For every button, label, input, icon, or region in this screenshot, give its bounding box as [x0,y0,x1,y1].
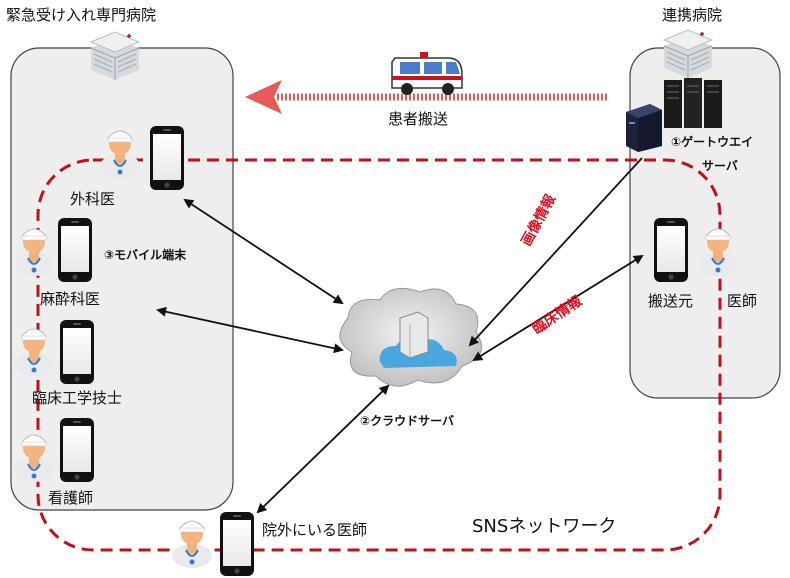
gateway-label-line2: サーバ [702,159,738,173]
role-outside-doctor: 院外にいる医師 [262,521,368,539]
mobile-terminal-label: ③モバイル端末 [104,248,187,262]
partner-hospital-title: 連携病院 [662,6,723,24]
sns-network-label: SNSネットワーク [472,516,617,537]
link-cloud-outside-doctor [256,384,390,514]
link-sender-cloud [472,254,644,362]
link-surgeon-cloud [183,198,344,305]
connection-arrows [156,157,644,514]
building-icon [90,31,140,81]
role-anesthesiologist: 麻酔科医 [40,290,101,308]
cloud-server-label: ②クラウドサーバ [360,414,455,428]
smartphone-icon [58,218,92,282]
role-nurse: 看護師 [48,489,94,507]
smartphone-icon [654,218,688,282]
ambulance-icon [391,52,463,95]
smartphone-icon [60,320,94,384]
role-sender: 搬送元 [648,292,694,310]
cloud-server-icon [339,287,483,387]
smartphone-icon [150,126,184,190]
server-rack-icon [664,78,722,128]
smartphone-icon [60,418,94,482]
transport-label: 患者搬送 [388,110,449,128]
doctor-icon [171,520,213,569]
emergency-hospital-title: 緊急受け入れ専門病院 [6,6,157,24]
gateway-server-icon [626,104,662,152]
smartphone-icon [220,512,254,576]
gateway-label-line1: ①ゲートウエイ [671,135,754,149]
role-doctor: 医師 [727,292,758,310]
role-surgeon: 外科医 [70,190,116,208]
role-clinical-engineer: 臨床工学技士 [32,389,123,407]
transport-arrow [245,80,607,114]
sns-network-boundary [36,158,722,552]
link-mobile-cloud [156,306,344,354]
building-icon [663,29,713,79]
